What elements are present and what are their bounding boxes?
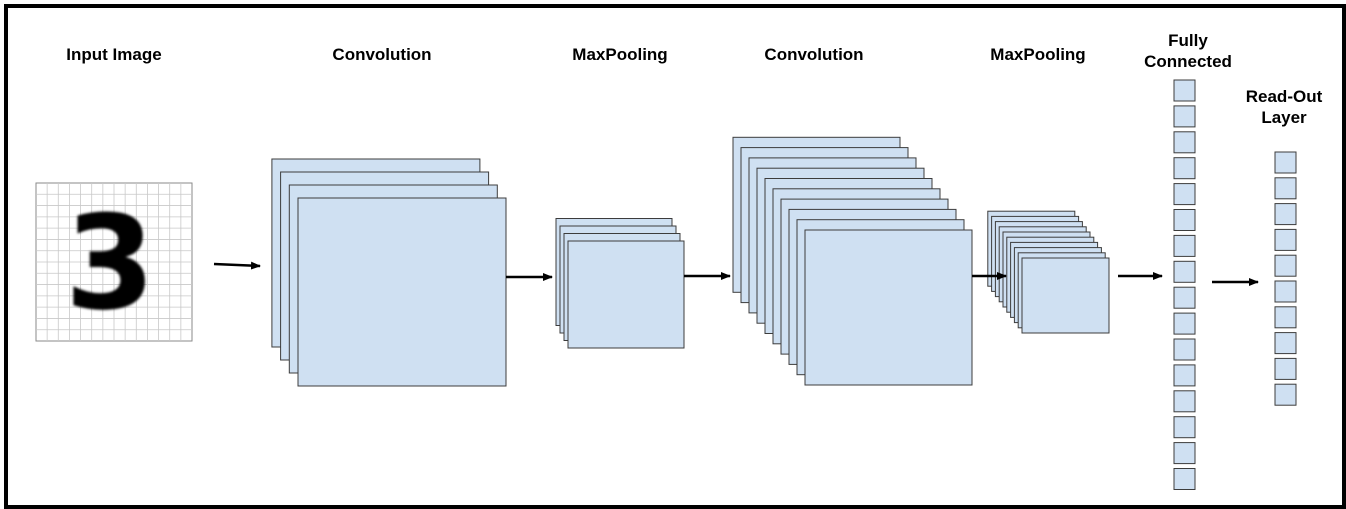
neuron	[1173, 338, 1196, 361]
neuron	[1173, 286, 1196, 309]
feature-map	[804, 229, 973, 386]
neuron	[1274, 306, 1297, 329]
label-fully-connected-line2: Connected	[1144, 52, 1232, 71]
neuron	[1173, 260, 1196, 283]
feature-map	[567, 240, 685, 349]
label-maxpooling-2: MaxPooling	[990, 45, 1085, 64]
feature-map	[1021, 257, 1110, 334]
maxpooling-1-feature-maps	[555, 218, 685, 349]
neuron	[1274, 357, 1297, 380]
neuron	[1173, 390, 1196, 413]
label-readout-line1: Read-Out	[1246, 87, 1323, 106]
convolution-1-feature-maps	[271, 158, 507, 387]
neuron	[1274, 151, 1297, 174]
neuron	[1274, 254, 1297, 277]
neuron	[1173, 416, 1196, 439]
input-image-grid	[36, 183, 192, 341]
label-fully-connected-line1: Fully	[1168, 31, 1208, 50]
neuron	[1274, 383, 1297, 406]
neuron	[1173, 442, 1196, 465]
neuron	[1173, 209, 1196, 231]
neuron	[1274, 280, 1297, 303]
label-maxpooling-1: MaxPooling	[572, 45, 667, 64]
neuron	[1173, 468, 1196, 490]
readout-layer-neurons	[1274, 151, 1297, 406]
neuron	[1173, 183, 1196, 206]
input-image: 3	[35, 182, 193, 342]
neuron	[1274, 228, 1297, 251]
neuron	[1274, 332, 1297, 355]
arrow-input-to-conv1	[213, 261, 261, 270]
neuron	[1173, 157, 1196, 180]
label-input-image: Input Image	[66, 45, 161, 64]
neuron	[1173, 131, 1196, 154]
neuron	[1173, 312, 1196, 335]
fully-connected-neurons	[1173, 79, 1196, 490]
neuron	[1173, 364, 1196, 387]
neuron	[1274, 203, 1297, 226]
feature-map	[297, 197, 507, 387]
label-convolution-1: Convolution	[332, 45, 431, 64]
label-convolution-2: Convolution	[764, 45, 863, 64]
input-digit: 3	[65, 187, 155, 339]
label-readout-line2: Layer	[1261, 108, 1307, 127]
convolution-2-feature-maps	[732, 136, 973, 386]
maxpooling-2-feature-maps	[987, 210, 1110, 334]
neuron	[1173, 79, 1196, 102]
neuron	[1274, 177, 1297, 200]
neuron	[1173, 105, 1196, 128]
neuron	[1173, 234, 1196, 257]
